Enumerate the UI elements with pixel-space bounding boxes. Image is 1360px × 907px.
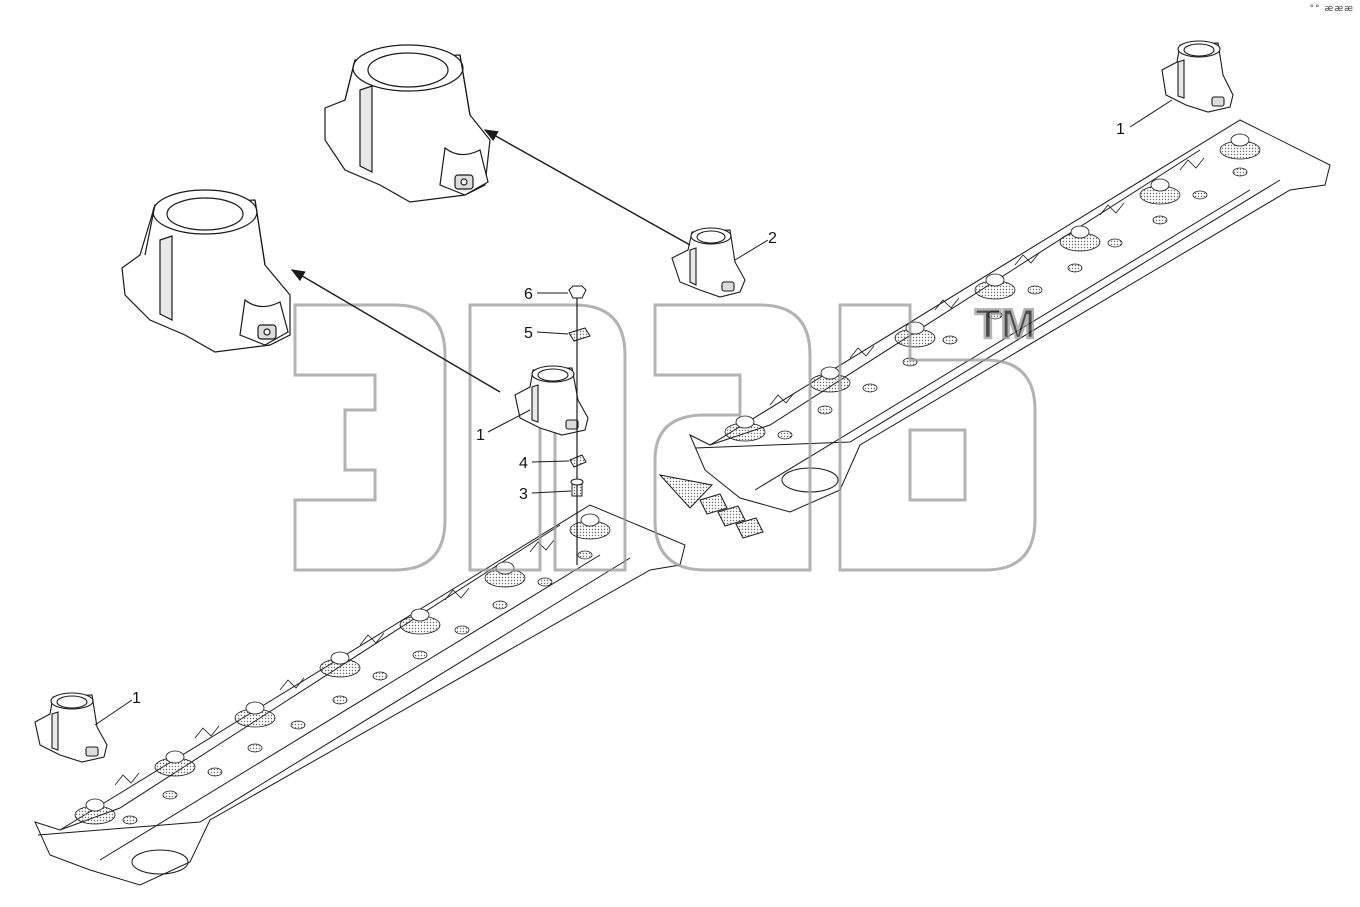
callout-3-bolt: 3 <box>519 486 528 503</box>
housing-small-lower-left <box>34 692 108 763</box>
housing-small-2 <box>671 227 746 298</box>
watermark: TM <box>293 299 1037 572</box>
corner-code: °° æææ <box>1309 4 1354 14</box>
washer-5 <box>568 327 591 342</box>
washer-4 <box>569 454 587 468</box>
rotor <box>974 273 1016 300</box>
rotor <box>154 750 196 777</box>
fastener-stack <box>568 285 591 565</box>
rotor <box>234 701 276 728</box>
callout-1-upper-right: 1 <box>1116 121 1125 138</box>
housing-large-left <box>121 189 291 353</box>
callout-2: 2 <box>768 230 777 247</box>
rotor <box>399 608 441 635</box>
callout-5-washer: 5 <box>524 325 533 342</box>
housing-small-upper-right <box>1161 40 1234 113</box>
rotors-lower <box>74 513 611 825</box>
bolt-3 <box>570 478 584 497</box>
nut-6 <box>568 285 587 299</box>
housing-small-center <box>514 365 589 436</box>
arrow-1-to-left <box>290 269 501 393</box>
arrow-2-to-upper <box>483 129 691 246</box>
direction-indicator <box>658 474 764 539</box>
cutter-bar-lower <box>34 504 686 886</box>
rotor <box>1059 225 1101 252</box>
rotor <box>319 651 361 678</box>
leader-lines <box>94 99 1173 726</box>
rotor <box>1219 133 1261 160</box>
housing-large-upper <box>324 44 491 203</box>
rotor <box>724 415 766 442</box>
arrows <box>290 129 691 393</box>
rotor <box>569 513 611 540</box>
callout-6-nut: 6 <box>524 286 533 303</box>
rotor <box>74 798 116 825</box>
callout-1-center: 1 <box>476 427 485 444</box>
callout-numbers: 1 2 1 1 6 5 4 3 <box>132 121 1125 707</box>
callout-1-lower-left: 1 <box>132 690 141 707</box>
rotors-upper <box>724 133 1261 442</box>
watermark-tm: TM <box>975 300 1036 347</box>
callout-4-washer: 4 <box>519 455 528 472</box>
rotor <box>1139 178 1181 205</box>
